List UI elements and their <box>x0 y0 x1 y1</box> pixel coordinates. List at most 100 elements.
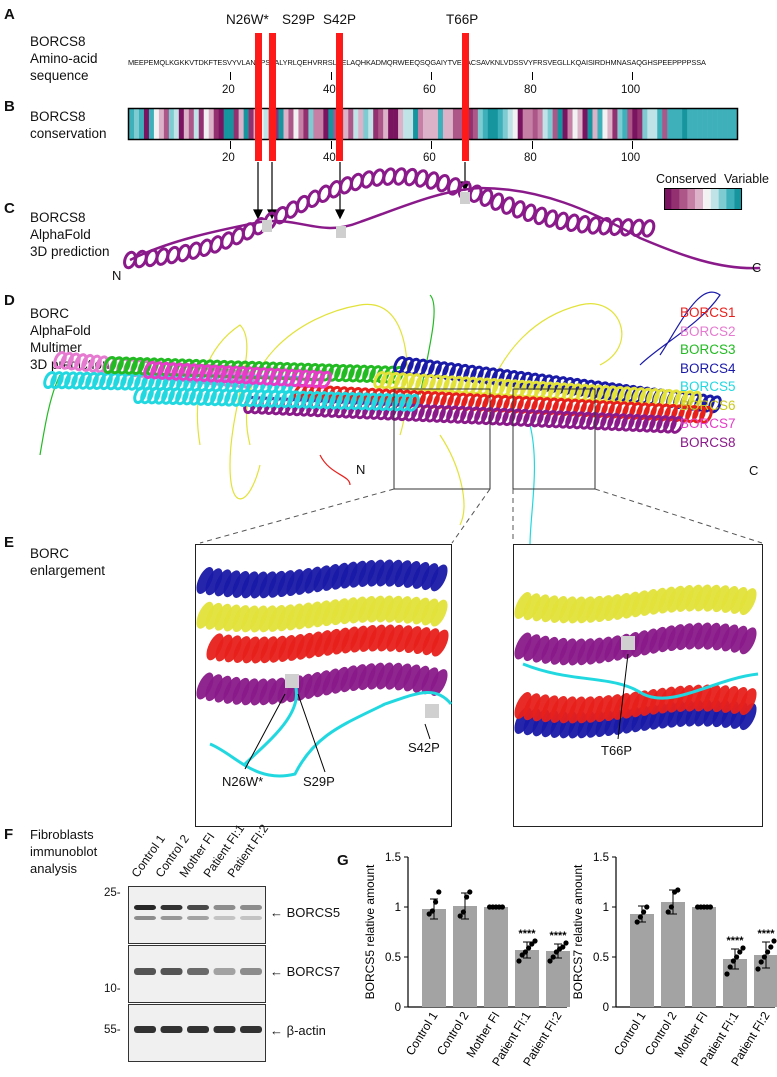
conservation-cell <box>373 109 379 139</box>
legend-scale-cell <box>679 188 688 210</box>
multimer-helix-turn <box>534 381 548 400</box>
bar <box>453 906 477 1007</box>
multimer-helix-turn <box>171 362 185 381</box>
legend-item-borcs2: BORCS2 <box>680 323 736 339</box>
multimer-helix-turn <box>481 407 495 426</box>
seq-tick-label: 80 <box>524 84 537 96</box>
multimer-helix-turn <box>439 405 453 424</box>
blot-band <box>134 1026 156 1033</box>
conservation-cell <box>692 109 698 139</box>
conservation-cell <box>168 109 175 139</box>
legend-item-borcs5: BORCS5 <box>680 379 736 394</box>
legend-scale-cell <box>726 188 735 210</box>
multimer-helix-turn <box>71 371 85 390</box>
mutation-site-s42p <box>336 226 346 238</box>
significance-label: **** <box>518 928 536 940</box>
conservation-cell <box>433 109 439 139</box>
conservation-cell <box>143 109 150 139</box>
multimer-helix-turn <box>85 371 99 390</box>
enlargement-helix-turn <box>430 669 448 696</box>
multimer-helix-turn <box>234 366 248 385</box>
y-tick-label: 1 <box>603 902 609 914</box>
multimer-helix-turn <box>485 378 499 396</box>
blot-band <box>240 1026 262 1033</box>
blot-band <box>213 968 236 975</box>
conservation-cell <box>562 109 568 139</box>
multimer-helix-turn <box>621 413 635 432</box>
legend-scale-cell <box>671 188 680 210</box>
conservation-cell <box>173 109 180 139</box>
multimer-helix-turn <box>649 414 663 433</box>
bar <box>692 907 716 1007</box>
multimer-helix-turn <box>64 371 78 390</box>
conservation-cell <box>537 109 543 139</box>
conservation-cell <box>423 109 429 139</box>
panel-c-n-terminus: N <box>112 268 122 283</box>
seq-tick-100 <box>632 72 633 80</box>
conservation-cell <box>592 109 598 139</box>
multimer-helix-turn <box>544 410 558 428</box>
multimer-helix-turn <box>157 361 171 380</box>
conservation-cell <box>288 109 294 139</box>
multimer-helix-turn <box>380 371 394 390</box>
mutation-bar-t66p <box>462 33 469 161</box>
conservation-cell <box>358 109 364 139</box>
panel-letter-e: E <box>4 534 15 551</box>
band-label-beta-actin: ← β-actin <box>270 1023 326 1038</box>
conservation-cell <box>482 109 489 139</box>
cons-tick-label: 40 <box>323 152 336 164</box>
multimer-helix-turn <box>203 388 217 406</box>
bar <box>661 902 685 1007</box>
multimer-helix-turn <box>432 404 446 423</box>
conservation-cell <box>323 109 329 139</box>
conservation-cell <box>612 109 618 139</box>
multimer-helix-turn <box>537 409 551 428</box>
conservation-cell <box>527 109 533 139</box>
data-point <box>460 909 466 915</box>
multimer-helix-turn <box>642 414 656 433</box>
data-point <box>758 959 764 965</box>
multimer-helix-turn <box>227 365 241 384</box>
multimer-helix-turn <box>217 388 231 407</box>
conservation-cell <box>477 109 484 139</box>
y-tick-label: 1 <box>395 902 401 914</box>
multimer-helix-turn <box>308 391 322 409</box>
legend-scale-cell <box>664 188 672 210</box>
conservation-cell <box>313 109 319 139</box>
blot-band <box>160 905 183 910</box>
arrowhead-s42p <box>335 209 345 220</box>
conservation-cell <box>303 109 309 139</box>
data-point <box>550 954 556 960</box>
multimer-helix-turn <box>287 390 301 409</box>
conservation-cell <box>662 109 668 139</box>
conservation-cell <box>687 109 693 139</box>
conservation-cell <box>308 109 314 139</box>
legend-scale-cell <box>734 188 743 210</box>
enlargement-label-t66p: T66P <box>601 743 633 758</box>
conservation-cell <box>163 109 170 139</box>
cons-tick-label: 60 <box>423 152 436 164</box>
multimer-helix-turn <box>336 391 350 410</box>
multimer-helix-turn <box>685 405 699 424</box>
helix-turn <box>241 222 256 241</box>
multimer-helix-turn <box>138 357 152 376</box>
multimer-helix-turn <box>350 392 364 411</box>
conservation-cell <box>203 109 210 139</box>
conservation-bar <box>127 107 739 141</box>
blot-band <box>240 968 262 975</box>
multimer-helix-turn <box>238 389 252 407</box>
enlargement-label-s42p: S42P <box>408 740 440 755</box>
panel-letter-a: A <box>4 6 15 23</box>
mutation-bar-n26w <box>255 33 262 161</box>
multimer-helix-turn <box>43 371 57 389</box>
multimer-helix-turn <box>294 390 308 409</box>
legend-item-borcs8: BORCS8 <box>680 434 736 450</box>
multimer-helix-turn <box>189 387 203 406</box>
conservation-cell <box>393 109 399 139</box>
conservation-cell <box>702 109 708 139</box>
conservation-cell <box>597 109 603 139</box>
multimer-helix-turn <box>600 412 614 431</box>
multimer-helix-turn <box>495 407 509 426</box>
data-point <box>727 964 733 970</box>
